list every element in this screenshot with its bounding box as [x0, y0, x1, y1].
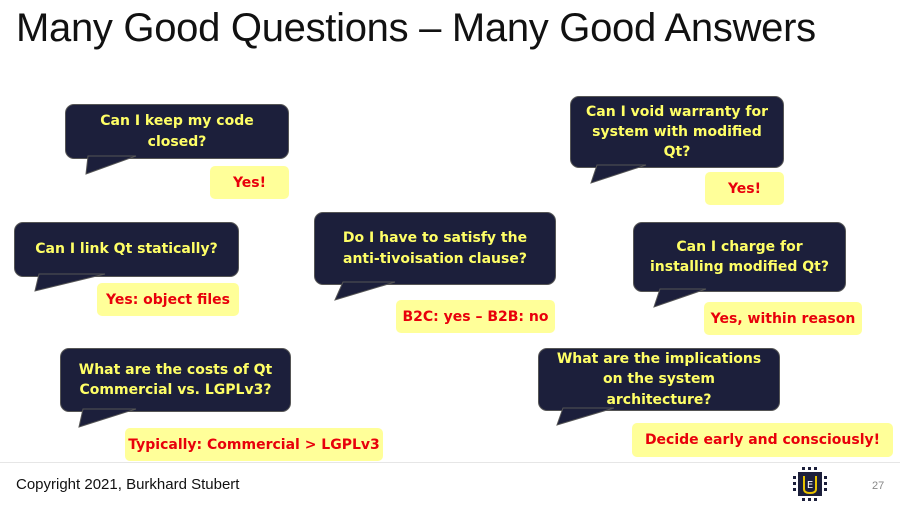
- answer-box: Yes!: [210, 166, 289, 199]
- answer-box: B2C: yes – B2B: no: [396, 300, 555, 333]
- question-text: Do I have to satisfy the anti-tivoisatio…: [342, 230, 528, 267]
- bubble-tail: [334, 281, 396, 301]
- company-logo-icon: E: [793, 467, 827, 501]
- question-bubble: Can I charge for installing modified Qt?: [633, 222, 846, 308]
- bubble-tail: [556, 407, 615, 426]
- question-text: Can I void warranty for system with modi…: [586, 103, 768, 161]
- question-bubble: What are the costs of Qt Commercial vs. …: [60, 348, 291, 428]
- answer-box: Typically: Commercial > LGPLv3: [125, 428, 383, 461]
- slide-title: Many Good Questions – Many Good Answers: [16, 6, 816, 50]
- question-bubble: Can I keep my code closed?: [65, 104, 289, 175]
- bubble-tail: [78, 408, 137, 428]
- page-number: 27: [872, 480, 885, 492]
- svg-text:E: E: [807, 480, 813, 491]
- question-text: Can I link Qt statically?: [35, 241, 218, 258]
- bubble-tail: [590, 164, 647, 184]
- question-text: Can I charge for installing modified Qt?: [649, 238, 829, 275]
- bubble-tail: [653, 288, 707, 308]
- footer-divider: [0, 462, 900, 463]
- bubble-tail: [34, 273, 106, 292]
- question-text: What are the implications on the system …: [556, 351, 762, 408]
- question-bubble: Can I void warranty for system with modi…: [570, 96, 784, 184]
- answer-box: Yes, within reason: [704, 302, 862, 335]
- question-bubble: What are the implications on the system …: [538, 348, 780, 426]
- question-text: What are the costs of Qt Commercial vs. …: [78, 361, 273, 398]
- question-bubble: Can I link Qt statically?: [14, 222, 239, 292]
- question-bubble: Do I have to satisfy the anti-tivoisatio…: [314, 212, 556, 301]
- answer-box: Decide early and consciously!: [632, 423, 893, 457]
- answer-box: Yes: object files: [97, 283, 239, 316]
- question-text: Can I keep my code closed?: [100, 113, 254, 150]
- answer-box: Yes!: [705, 172, 784, 205]
- copyright-text: Copyright 2021, Burkhard Stubert: [16, 476, 240, 493]
- bubble-tail: [85, 155, 137, 175]
